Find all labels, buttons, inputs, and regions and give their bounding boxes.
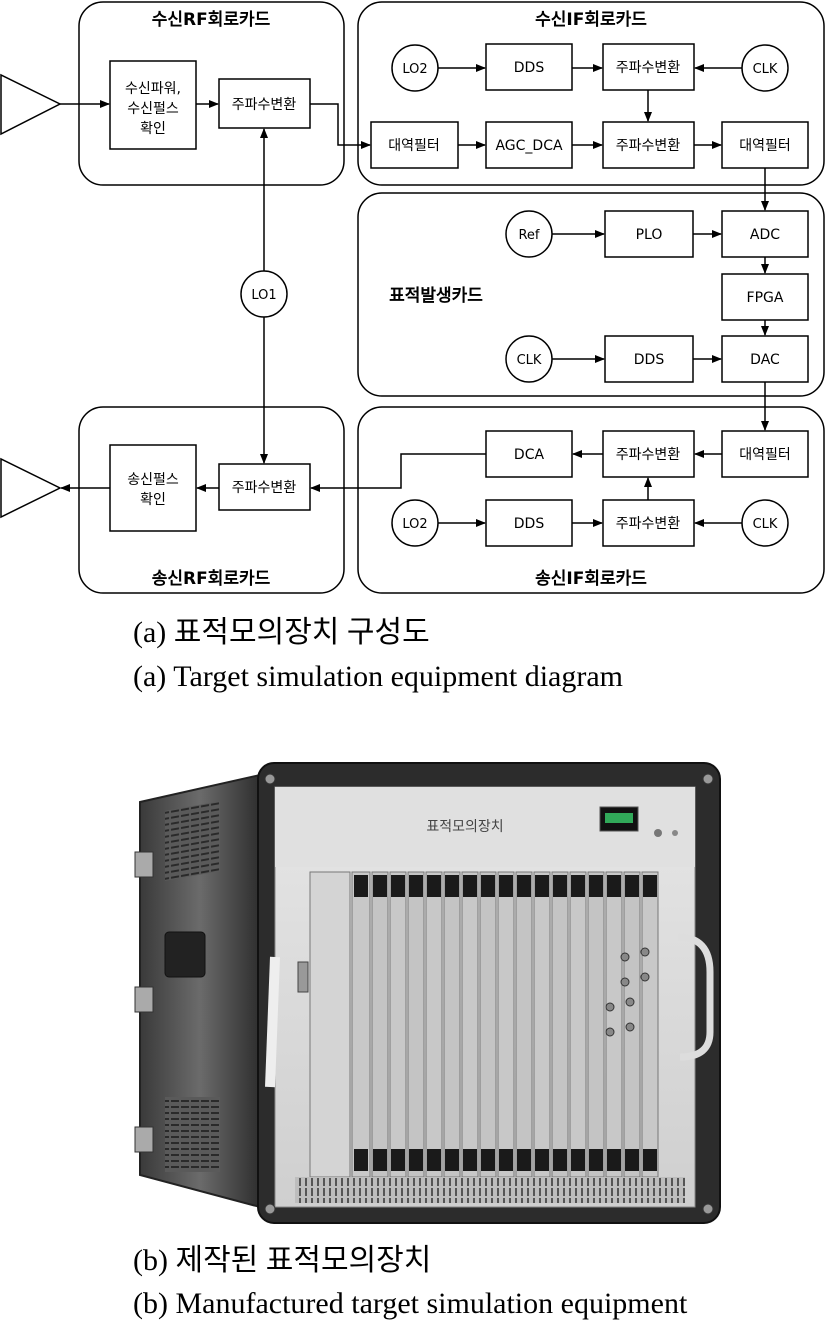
panel-label: 표적모의장치 — [426, 819, 503, 835]
tg-dds-label: DDS — [634, 352, 665, 368]
txif-lo2-label: LO2 — [402, 517, 427, 532]
rf-connectors — [605, 947, 650, 1037]
display-readout — [605, 813, 633, 823]
target-gen-card-title: 표적발생카드 — [389, 286, 483, 306]
front-handle — [677, 933, 714, 1061]
txif-clk-label: CLK — [753, 517, 778, 532]
wire-dca-to-tx-rf-mixer — [310, 453, 486, 492]
rxif-mixer-top-label: 주파수변환 — [616, 60, 681, 76]
rx-power-check-label-1: 수신파워, — [125, 81, 181, 97]
tx-pulse-check-label-2: 확인 — [140, 492, 166, 508]
tx-if-card — [357, 406, 825, 594]
tx-antenna-icon — [0, 457, 62, 519]
rxif-bpf-out-label: 대역필터 — [739, 138, 791, 154]
side-vent-top — [165, 801, 220, 881]
tg-dac-label: DAC — [750, 352, 780, 368]
txif-bpf-block — [721, 430, 809, 478]
rx-if-card-title: 수신IF회로카드 — [535, 10, 647, 30]
tx-if-card-title: 송신IF회로카드 — [535, 569, 647, 589]
rxif-mixer-mid-block — [602, 121, 695, 169]
equipment-photo: 표적모의장치 — [134, 762, 721, 1224]
rx-rf-mixer-label: 주파수변환 — [232, 97, 297, 113]
rxif-dds-label: DDS — [514, 60, 545, 76]
caption-a-korean: (a) 표적모의장치 구성도 — [133, 616, 430, 649]
txif-dca-label: DCA — [514, 447, 545, 463]
side-handle — [164, 931, 206, 978]
tg-plo-label: PLO — [636, 227, 663, 243]
tg-fpga-label: FPGA — [747, 290, 784, 306]
tg-clk-label: CLK — [517, 353, 542, 368]
txif-mixer-bot-label: 주파수변환 — [616, 516, 681, 532]
tg-plo-block — [604, 210, 694, 258]
tx-rf-card — [78, 406, 345, 594]
block-diagram: 수신RF회로카드 수신IF회로카드 표적발생카드 송신RF회로카드 송신IF회로… — [0, 1, 825, 594]
caption-b-english: (b) Manufactured target simulation equip… — [133, 1287, 688, 1320]
tg-adc-label: ADC — [750, 227, 780, 243]
signal-connections — [60, 64, 769, 527]
wire-rx-mixer-to-if-bpf — [310, 103, 371, 149]
target-gen-card — [357, 192, 825, 397]
bottom-vent — [295, 1177, 685, 1203]
rxif-lo2-label: LO2 — [402, 62, 427, 77]
tg-dds-block — [604, 335, 694, 383]
tx-rf-mixer-label: 주파수변환 — [232, 480, 297, 496]
rx-rf-card — [78, 1, 345, 186]
side-latch-3 — [134, 1126, 154, 1153]
rx-power-check-block — [109, 60, 197, 150]
tx-rf-card-title: 송신RF회로카드 — [152, 569, 271, 589]
side-latch-2 — [134, 986, 154, 1013]
rx-rf-mixer-block — [218, 78, 311, 129]
caption-b-korean: (b) 제작된 표적모의장치 — [133, 1244, 432, 1277]
card-ejectors-bottom — [354, 1149, 657, 1171]
txif-dca-block — [485, 430, 573, 478]
card-ejectors-top — [354, 875, 657, 897]
rxif-bpf-in-label: 대역필터 — [388, 138, 440, 154]
txif-dds-block — [485, 499, 573, 547]
rxif-clk-label: CLK — [753, 62, 778, 77]
rxif-agc-label: AGC_DCA — [495, 138, 563, 154]
tg-dac-block — [721, 335, 809, 383]
txif-bpf-label: 대역필터 — [739, 447, 791, 463]
tx-rf-mixer-block — [218, 463, 311, 511]
caption-a-english: (a) Target simulation equipment diagram — [133, 660, 623, 693]
tx-pulse-check-label-1: 송신펄스 — [127, 472, 179, 488]
rx-antenna-icon — [0, 73, 62, 136]
txif-dds-label: DDS — [514, 516, 545, 532]
tg-ref-label: Ref — [518, 228, 539, 243]
tg-fpga-block — [721, 273, 809, 321]
rxif-mixer-mid-label: 주파수변환 — [616, 138, 681, 154]
power-switch-icon — [654, 829, 662, 837]
lo1-label: LO1 — [251, 288, 276, 303]
serial-port-icon — [297, 961, 309, 993]
card-slots — [309, 871, 659, 1178]
left-front-handle — [265, 956, 280, 1088]
corner-screws — [264, 773, 714, 1215]
side-vent-bottom — [165, 1097, 220, 1172]
txif-mixer-top-label: 주파수변환 — [616, 447, 681, 463]
rx-power-check-label-3: 확인 — [140, 121, 166, 137]
tx-pulse-check-block — [109, 444, 197, 532]
rxif-dds-block — [485, 43, 573, 91]
side-latch-1 — [134, 851, 154, 878]
rx-power-check-label-2: 수신펄스 — [127, 101, 179, 117]
txif-mixer-top-block — [602, 430, 695, 478]
rx-if-card — [357, 1, 825, 186]
tg-adc-block — [721, 210, 809, 258]
power-led-icon — [672, 830, 678, 836]
rx-rf-card-title: 수신RF회로카드 — [152, 10, 271, 30]
rxif-bpf-out-block — [721, 121, 809, 169]
